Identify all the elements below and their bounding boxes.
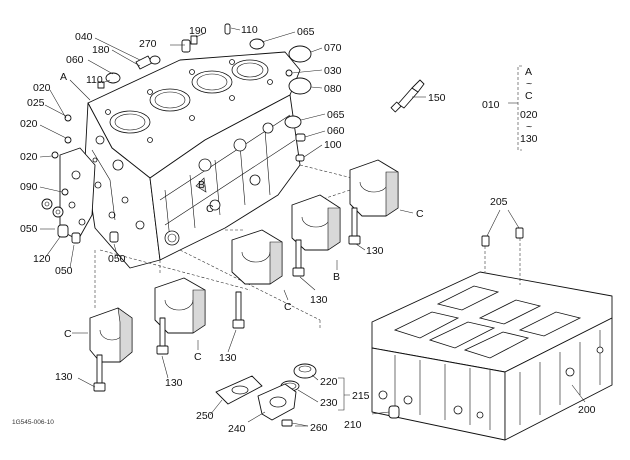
label-130-b: 130 <box>165 377 183 389</box>
label-200: 200 <box>578 404 596 416</box>
label-215: 215 <box>352 390 370 402</box>
label-065-top: 065 <box>297 26 315 38</box>
label-ref-c-3: C <box>284 301 292 313</box>
cylinder-block <box>59 51 301 269</box>
label-250: 250 <box>196 410 214 422</box>
label-010: 010 <box>482 99 500 111</box>
label-220: 220 <box>320 376 338 388</box>
label-ref-c-range: C <box>525 90 533 102</box>
flange-group <box>215 363 317 427</box>
label-tilde-2: ~ <box>526 121 532 133</box>
label-050-c: 050 <box>108 253 126 265</box>
label-130-e: 130 <box>366 245 384 257</box>
label-100: 100 <box>324 139 342 151</box>
label-260: 260 <box>310 422 328 434</box>
label-130-a: 130 <box>55 371 73 383</box>
label-110-top: 110 <box>241 24 258 36</box>
label-050-b: 050 <box>55 265 73 277</box>
label-150: 150 <box>428 92 446 104</box>
block-small-parts <box>41 23 425 244</box>
label-ref-b-2: B <box>198 179 205 191</box>
label-205: 205 <box>490 196 508 208</box>
label-270: 270 <box>139 38 157 50</box>
label-190: 190 <box>189 25 207 37</box>
label-025: 025 <box>27 97 45 109</box>
label-210: 210 <box>344 419 362 431</box>
cap-bolts <box>93 207 361 392</box>
label-090: 090 <box>20 181 38 193</box>
label-030: 030 <box>324 65 342 77</box>
leader-lines <box>39 27 586 427</box>
label-020-b: 020 <box>20 118 38 130</box>
label-ref-c-1: C <box>64 328 72 340</box>
label-080: 080 <box>324 83 342 95</box>
bearing-caps <box>89 159 399 363</box>
label-110-left: 110 <box>86 74 103 86</box>
label-240: 240 <box>228 423 246 435</box>
lower-crankcase <box>371 227 613 441</box>
label-040: 040 <box>75 31 93 43</box>
label-ref-c-2: C <box>194 351 202 363</box>
label-020-a: 020 <box>33 82 51 94</box>
label-060-right: 060 <box>327 125 345 137</box>
label-120: 120 <box>33 253 51 265</box>
label-065-mid: 065 <box>327 109 345 121</box>
label-050-a: 050 <box>20 223 38 235</box>
label-060-left: 060 <box>66 54 84 66</box>
label-230: 230 <box>320 397 338 409</box>
label-130-d: 130 <box>310 294 328 306</box>
label-070: 070 <box>324 42 342 54</box>
part-number-labels: 040 180 270 190 110 065 070 030 080 065 … <box>12 24 596 435</box>
label-130-c: 130 <box>219 352 237 364</box>
label-tilde: ~ <box>526 78 532 90</box>
label-ref-b-1: B <box>333 271 340 283</box>
label-range-020: 020 <box>520 109 538 121</box>
label-range-130: 130 <box>520 133 538 145</box>
label-ref-a-2: A <box>525 66 532 78</box>
footer-code: 1G545-006-10 <box>12 419 54 426</box>
label-020-c: 020 <box>20 151 38 163</box>
label-ref-a-1: A <box>60 71 67 83</box>
label-180: 180 <box>92 44 110 56</box>
label-ref-c-5: C <box>206 203 214 215</box>
label-ref-c-4: C <box>416 208 424 220</box>
